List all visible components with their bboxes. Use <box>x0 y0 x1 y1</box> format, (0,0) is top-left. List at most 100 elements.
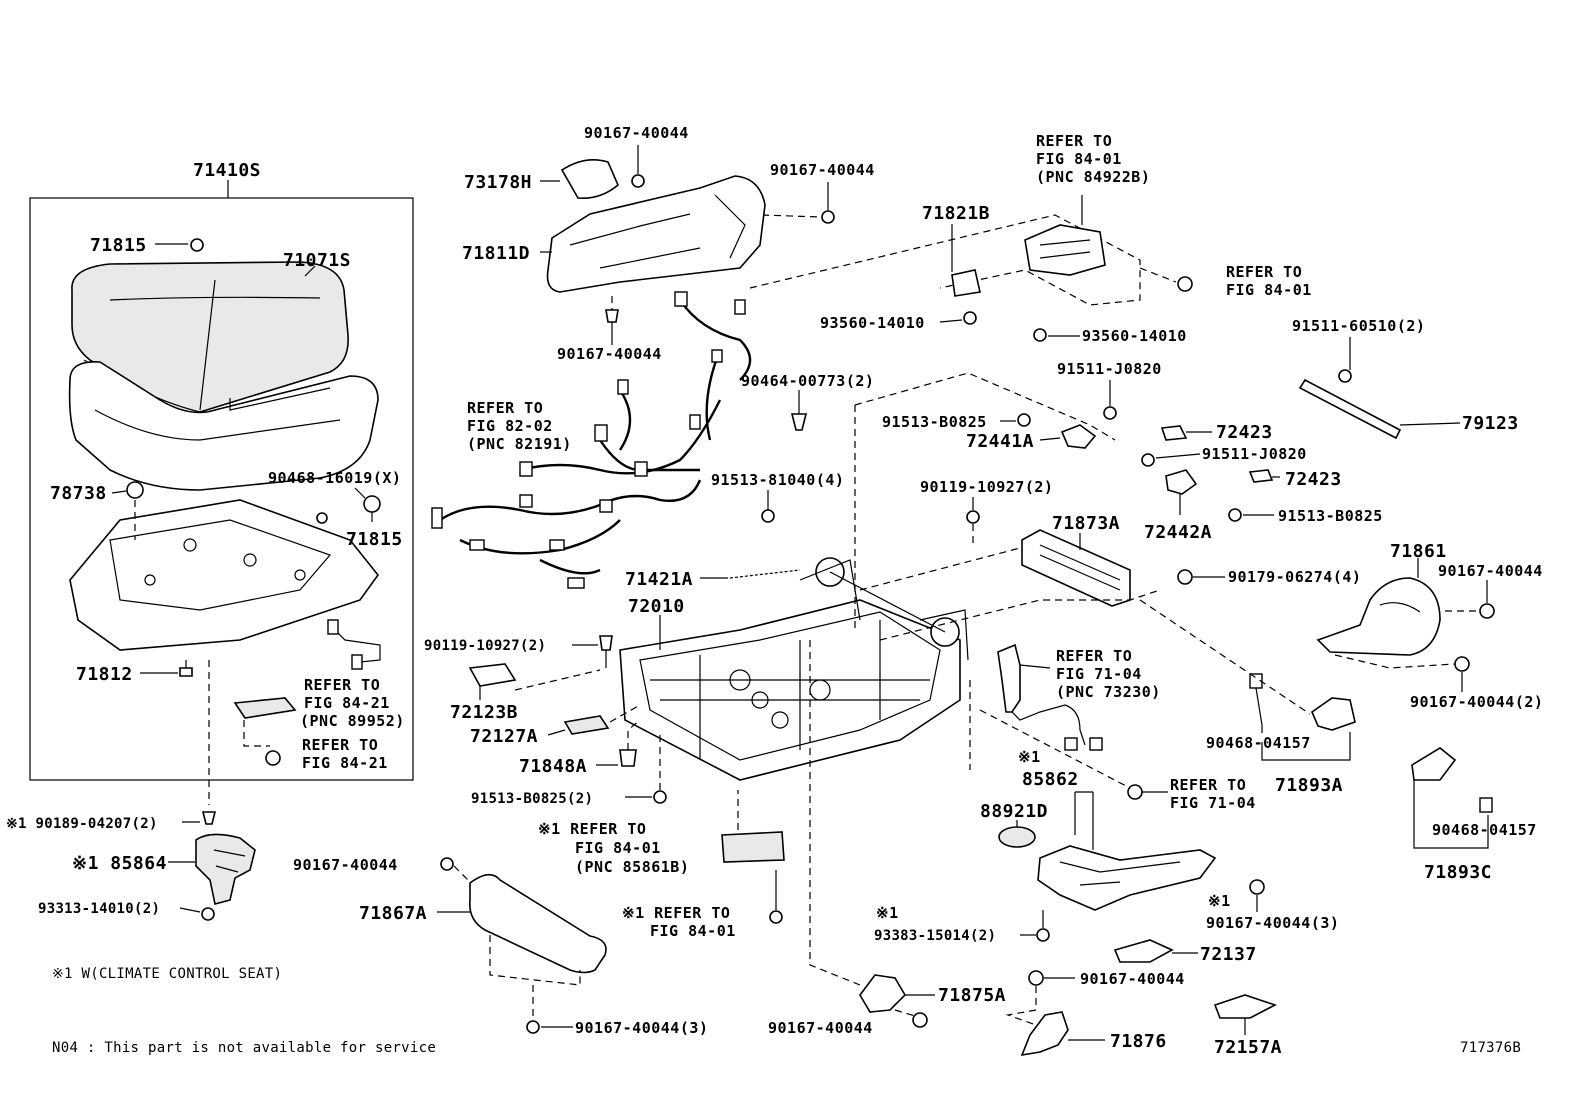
sensor-88921D[interactable] <box>998 826 1036 848</box>
screw-91513-81040[interactable] <box>761 509 775 523</box>
label-91513-b0825-pair: 91513-B0825(2) <box>471 791 593 807</box>
screw-90167-bottom[interactable] <box>526 1020 540 1034</box>
bracket-71876[interactable] <box>1020 1011 1069 1057</box>
label-85864: ※1 85864 <box>72 853 167 874</box>
part-72127A[interactable] <box>563 715 610 735</box>
fastener-84-21[interactable] <box>265 750 281 766</box>
cushion-assembly-group <box>29 180 414 781</box>
part-71848A[interactable] <box>619 749 637 767</box>
label-91511-j0820-b: 91511-J0820 <box>1202 445 1307 463</box>
rail-71873A[interactable] <box>1021 529 1131 607</box>
screw-90167-r3[interactable] <box>1249 879 1265 895</box>
side-shield-71811D[interactable] <box>546 175 766 293</box>
screw-93560-b[interactable] <box>1033 328 1047 342</box>
screw-93383-15014[interactable] <box>1036 928 1050 942</box>
label-ref-84-01a-2: FIG 84-01 <box>1036 150 1122 168</box>
part-71815-lower[interactable] <box>363 495 381 513</box>
screw-90167-r1[interactable] <box>1479 603 1495 619</box>
cover-71893A[interactable] <box>1311 697 1356 731</box>
cap-90179-06274[interactable] <box>1177 569 1193 585</box>
screw-91511-60510[interactable] <box>1338 369 1352 383</box>
front-trim-71867A[interactable] <box>468 873 607 974</box>
screw-90167-top1[interactable] <box>631 174 645 188</box>
label-ref-84-21b-1: REFER TO <box>302 736 378 754</box>
rod-79123[interactable] <box>1298 378 1402 440</box>
label-88921D: 88921D <box>980 801 1048 822</box>
nut-71-04[interactable] <box>1127 784 1143 800</box>
bracket-71821B[interactable] <box>951 269 981 297</box>
screw-90119-right[interactable] <box>966 510 980 524</box>
diagram-id: 717376B <box>1460 1040 1521 1056</box>
part-labels: 71410S 71815 71071S 78738 90468-16019(X)… <box>6 124 1543 1058</box>
screw-91513-b0825-pair[interactable] <box>653 790 667 804</box>
label-71848A: 71848A <box>519 756 587 777</box>
label-71410S: 71410S <box>193 160 261 181</box>
label-72442A: 72442A <box>1144 522 1212 543</box>
module-84922B[interactable] <box>1024 224 1106 276</box>
bracket-72442A[interactable] <box>1165 469 1198 495</box>
part-72157A[interactable] <box>1213 994 1278 1019</box>
screw-90167-r2[interactable] <box>1454 656 1470 672</box>
part-93313-14010[interactable] <box>201 907 215 921</box>
part-78738[interactable] <box>126 481 144 499</box>
screw-91511-j0820-b[interactable] <box>1141 453 1155 467</box>
label-72127A: 72127A <box>470 726 538 747</box>
screw-90167-b1[interactable] <box>1028 970 1044 986</box>
label-ref-71-04a-1: REFER TO <box>1056 647 1132 665</box>
part-71815-upper[interactable] <box>190 238 204 252</box>
module-85861B[interactable] <box>721 831 785 863</box>
clip-90464-00773[interactable] <box>790 413 808 431</box>
label-ref-82-02-2: FIG 82-02 <box>467 417 553 435</box>
screw-91513-b0825-b[interactable] <box>1228 508 1242 522</box>
label-71873A: 71873A <box>1052 513 1120 534</box>
part-90189-04207[interactable] <box>201 811 217 825</box>
label-ref-82-02-1: REFER TO <box>467 399 543 417</box>
seat-cushion-cover[interactable] <box>71 261 349 415</box>
label-72137: 72137 <box>1200 944 1257 965</box>
screw-84-01-upper[interactable] <box>1177 276 1193 292</box>
label-90167-top2: 90167-40044 <box>770 161 875 179</box>
label-71876: 71876 <box>1110 1031 1167 1052</box>
part-72423-upper[interactable] <box>1160 425 1188 441</box>
screw-90167-under[interactable] <box>605 309 619 323</box>
screw-93560-a[interactable] <box>963 311 977 325</box>
module-89952[interactable] <box>233 697 297 719</box>
screw-90167-b2[interactable] <box>912 1012 928 1028</box>
part-73178H[interactable] <box>560 159 619 200</box>
belt-buckle-73230[interactable] <box>997 643 1021 713</box>
screw-84-01-lower[interactable] <box>769 910 783 924</box>
label-91513-81040: 91513-81040(4) <box>711 471 844 489</box>
label-79123: 79123 <box>1462 413 1519 434</box>
screw-91513-b0825-a[interactable] <box>1017 413 1031 427</box>
duct-85862[interactable] <box>1037 845 1217 911</box>
label-90119-left: 90119-10927(2) <box>424 638 546 654</box>
label-72423-upper: 72423 <box>1216 422 1273 443</box>
bracket-71893C[interactable] <box>1411 747 1457 781</box>
label-71421A: 71421A <box>625 569 693 590</box>
part-72123B[interactable] <box>468 663 517 687</box>
seat-adjuster-frame-72010[interactable] <box>619 557 969 781</box>
screw-90119-left[interactable] <box>599 635 613 651</box>
screw-90167-top2[interactable] <box>821 210 835 224</box>
label-ref-84-21a-3: (PNC 89952) <box>300 712 405 730</box>
part-90468-16019[interactable] <box>316 512 328 524</box>
screw-90167-mid[interactable] <box>440 857 454 871</box>
label-90119-right: 90119-10927(2) <box>920 478 1053 496</box>
label-90167-under: 90167-40044 <box>557 345 662 363</box>
bracket-72441A[interactable] <box>1060 424 1097 449</box>
wire-harness-82191[interactable] <box>431 291 752 589</box>
label-90167-r2: 90167-40044(2) <box>1410 693 1543 711</box>
part-85864-blower[interactable] <box>195 833 256 905</box>
label-90189-04207: ※1 90189-04207(2) <box>6 816 158 832</box>
seat-base-plate[interactable] <box>69 499 380 651</box>
screw-91511-j0820-a[interactable] <box>1103 406 1117 420</box>
recliner-cover-71861[interactable] <box>1316 577 1441 656</box>
bracket-71875A[interactable] <box>859 974 907 1013</box>
part-72423-lower[interactable] <box>1248 469 1274 483</box>
label-71875A: 71875A <box>938 985 1006 1006</box>
label-ref-84-01d-1: ※1 REFER TO <box>622 904 730 922</box>
spring-71421A[interactable] <box>729 569 801 579</box>
label-ref-84-01c-3: (PNC 85861B) <box>575 858 689 876</box>
part-71812[interactable] <box>179 667 193 677</box>
part-72137[interactable] <box>1113 939 1174 963</box>
